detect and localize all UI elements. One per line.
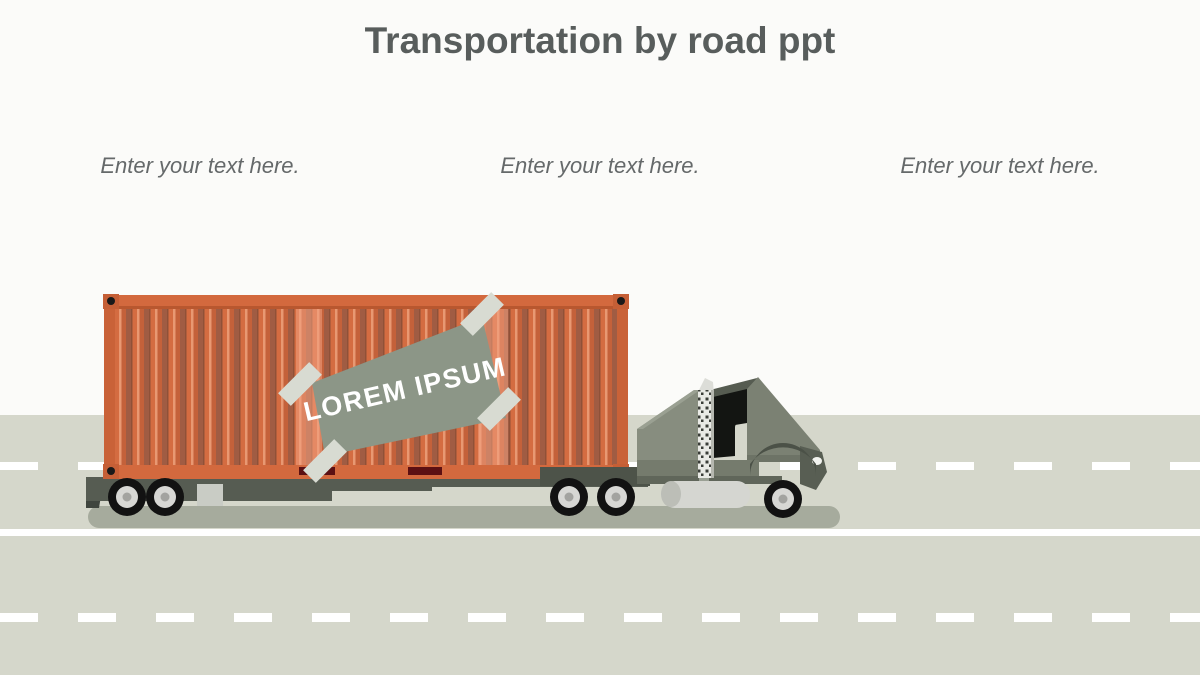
- container-latch: [408, 467, 442, 475]
- slide-title[interactable]: Transportation by road ppt: [364, 20, 836, 61]
- fuel-tank: [662, 481, 750, 508]
- trailer-wheel: [146, 478, 184, 516]
- cab-body: [747, 377, 820, 462]
- trailer-wheel: [108, 478, 146, 516]
- text-placeholder-right[interactable]: Enter your text here.: [900, 153, 1100, 178]
- cargo-label-panel: [312, 317, 506, 456]
- drive-wheel: [550, 478, 588, 516]
- container-left-rail: [104, 295, 115, 479]
- text-placeholder-row: Enter your text here. Enter your text he…: [0, 153, 1200, 179]
- trailer-support-box: [197, 484, 223, 506]
- front-wheel: [764, 480, 802, 518]
- tape-strips: [278, 292, 521, 483]
- front-bumper: [800, 446, 827, 490]
- text-placeholder-center[interactable]: Enter your text here.: [500, 153, 700, 178]
- cab-window: [713, 389, 747, 458]
- text-placeholder-left[interactable]: Enter your text here.: [100, 153, 300, 178]
- wheels: [108, 443, 816, 518]
- container-right-rail: [617, 295, 628, 479]
- tractor-cab: [540, 377, 827, 508]
- road-dashed-line-lower: [0, 613, 1200, 622]
- exhaust-stack: [698, 378, 714, 478]
- container-bottom-rail: [104, 465, 628, 479]
- sleeper-box: [637, 390, 707, 476]
- truck-shadow: [88, 506, 840, 528]
- drive-wheel: [597, 478, 635, 516]
- road-solid-line: [0, 529, 1200, 536]
